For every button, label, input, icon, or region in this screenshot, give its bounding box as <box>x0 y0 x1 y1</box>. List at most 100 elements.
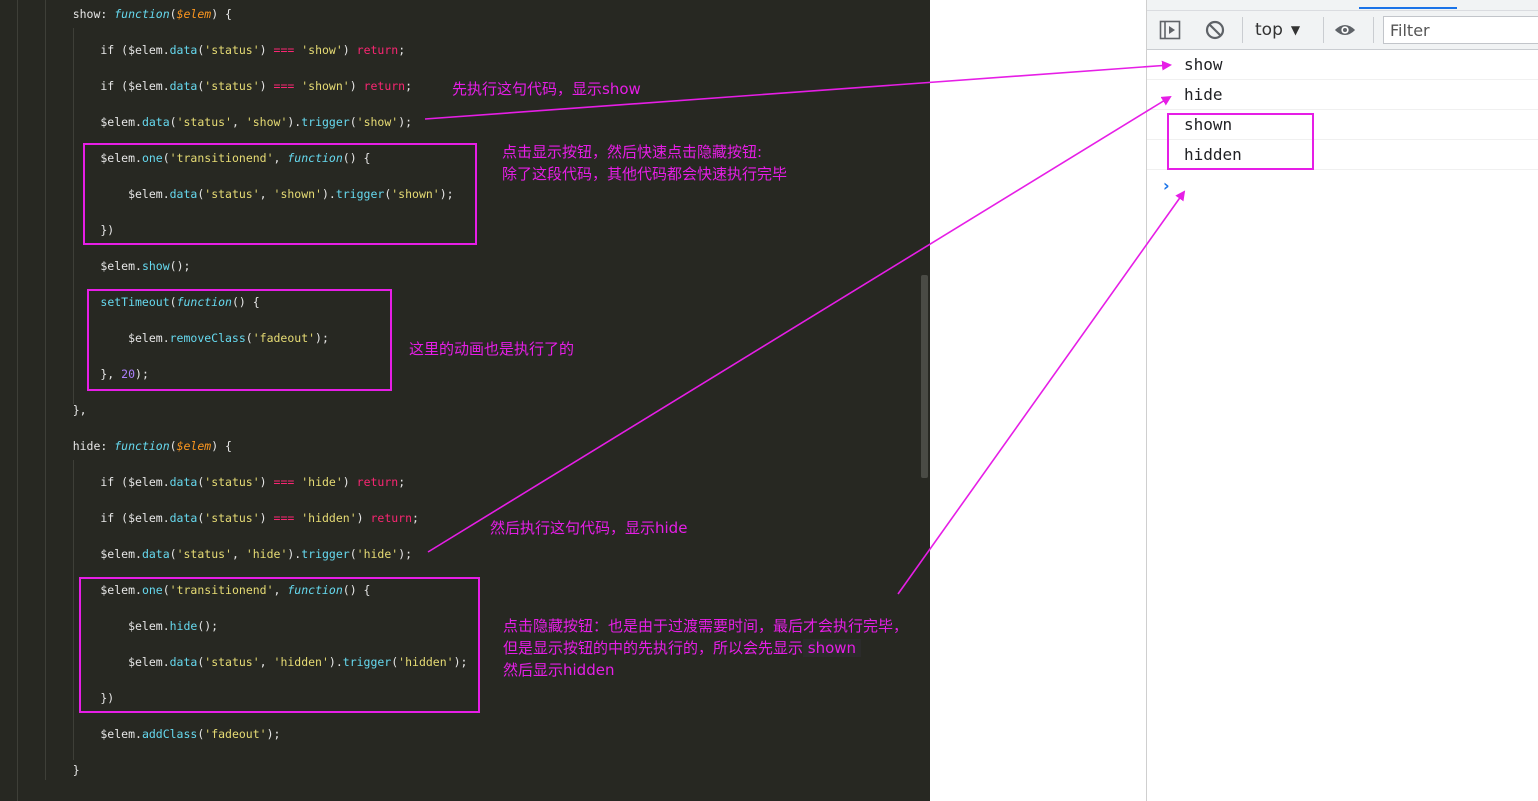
filter-input[interactable] <box>1383 16 1538 44</box>
annotation-show-first: 先执行这句代码，显示show <box>452 80 641 98</box>
code-token: data <box>141 115 170 129</box>
code-line: $elem.data('status', 'hide').trigger('hi… <box>45 546 412 562</box>
code-token: }, <box>45 367 122 381</box>
code-token: return <box>356 475 399 489</box>
blank-area <box>930 0 1146 801</box>
code-token: trigger <box>342 655 392 669</box>
code-token: hide: <box>45 439 115 453</box>
code-line: $elem.addClass('fadeout'); <box>45 726 280 742</box>
annotation-click-hide: 点击隐藏按钮：也是由于过渡需要时间，最后才会执行完毕， <box>503 617 909 635</box>
code-token: return <box>356 43 399 57</box>
code-token: removeClass <box>169 331 246 345</box>
code-token: }, <box>45 403 87 417</box>
code-token: 20 <box>121 367 136 381</box>
code-token: ( <box>349 115 357 129</box>
editor-scrollbar-thumb[interactable] <box>921 275 928 478</box>
code-token: ) { <box>211 7 232 21</box>
code-token: ( <box>391 655 399 669</box>
code-line: setTimeout(function() { <box>45 294 259 310</box>
annotation-then-hidden: 然后显示hidden <box>503 661 615 679</box>
context-selector[interactable]: top ▼ <box>1255 19 1300 41</box>
code-line: hide: function($elem) { <box>45 438 232 454</box>
chevron-down-icon: ▼ <box>1290 23 1301 37</box>
code-token: === <box>273 43 295 57</box>
annotation-then-hide: 然后执行这句代码，显示hide <box>490 519 688 537</box>
console-message: hidden <box>1147 140 1538 170</box>
active-tab-indicator <box>1359 7 1457 9</box>
code-line: $elem.removeClass('fadeout'); <box>45 330 329 346</box>
code-token: 'hidden' <box>273 655 329 669</box>
code-token: function <box>287 583 343 597</box>
code-token: $elem. <box>45 331 170 345</box>
code-token: ( <box>197 79 205 93</box>
code-token: $elem <box>176 439 212 453</box>
code-token: if ($elem. <box>45 475 170 489</box>
code-line: $elem.show(); <box>45 258 190 274</box>
eye-icon[interactable] <box>1334 19 1356 41</box>
code-token: ). <box>287 547 302 561</box>
code-token: $elem. <box>45 259 142 273</box>
code-token: data <box>141 547 170 561</box>
code-token: 'fadeout' <box>252 331 316 345</box>
console-message-text: hide <box>1184 85 1223 104</box>
code-line: $elem.data('status', 'show').trigger('sh… <box>45 114 412 130</box>
console-toolbar: top ▼ <box>1147 11 1538 50</box>
code-token: ( <box>197 511 205 525</box>
code-token: data <box>169 511 198 525</box>
sidebar-toggle-icon[interactable] <box>1159 19 1181 41</box>
code-token: ( <box>162 583 170 597</box>
toolbar-separator <box>1373 17 1374 43</box>
code-token: () { <box>342 583 371 597</box>
code-token: }) <box>45 691 115 705</box>
code-token: ); <box>398 115 413 129</box>
code-token: === <box>273 511 295 525</box>
code-token: ( <box>197 43 205 57</box>
code-token: ; <box>398 475 406 489</box>
code-token: }) <box>45 223 115 237</box>
code-token: trigger <box>301 547 350 561</box>
indent-guide <box>73 460 74 760</box>
code-token: $elem. <box>45 727 142 741</box>
code-token: ; <box>405 79 413 93</box>
code-token: 'status' <box>204 511 260 525</box>
code-token: 'shown' <box>301 79 350 93</box>
console-message-text: show <box>1184 55 1223 74</box>
indent-guide <box>45 0 46 780</box>
code-token: ) <box>349 79 364 93</box>
code-token: ); <box>398 547 413 561</box>
annotation-code-finishes: 除了这段代码，其他代码都会快速执行完毕 <box>502 165 788 183</box>
code-token: return <box>370 511 413 525</box>
code-line: } <box>45 762 80 778</box>
code-line: }, <box>45 402 87 418</box>
code-token: (); <box>169 259 191 273</box>
console-prompt-icon[interactable]: › <box>1163 176 1170 195</box>
console-message: hide <box>1147 80 1538 110</box>
code-token: , <box>273 151 288 165</box>
code-token: === <box>273 475 295 489</box>
code-line: }, 20); <box>45 366 149 382</box>
code-token: 'hidden' <box>301 511 357 525</box>
code-line: $elem.one('transitionend', function() { <box>45 150 370 166</box>
code-token: show: <box>45 7 115 21</box>
annotation-box-settimeout <box>87 289 392 391</box>
toolbar-separator <box>1323 17 1324 43</box>
code-token: ) <box>356 511 371 525</box>
code-line: if ($elem.data('status') === 'hidden') r… <box>45 510 419 526</box>
code-token: $elem. <box>45 115 142 129</box>
code-token: ; <box>412 511 419 525</box>
code-token: setTimeout <box>100 295 170 309</box>
code-token: ( <box>197 187 205 201</box>
code-token: ); <box>135 367 149 381</box>
code-token: ( <box>245 331 253 345</box>
block-icon[interactable] <box>1204 19 1226 41</box>
code-token: hide <box>169 619 198 633</box>
code-token: 'hide' <box>301 475 343 489</box>
code-token: $elem. <box>45 655 170 669</box>
console-message-text: hidden <box>1184 145 1242 164</box>
code-token: ; <box>398 43 406 57</box>
context-label: top <box>1255 20 1283 40</box>
devtools-tabstrip <box>1147 0 1538 11</box>
code-token: ); <box>315 331 329 345</box>
code-line: }) <box>45 222 114 238</box>
code-token: 'status' <box>204 187 260 201</box>
